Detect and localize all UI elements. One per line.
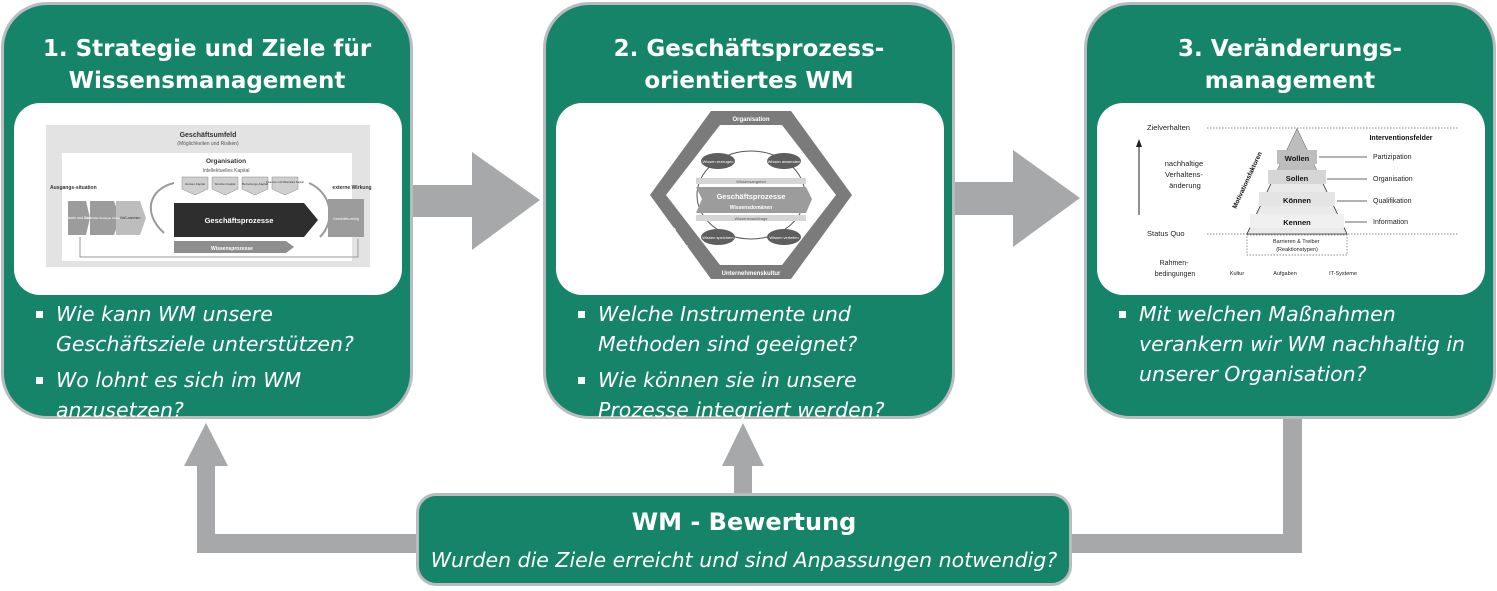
process-questions: Welche Instrumente und Methoden sind gee… — [578, 299, 938, 431]
frame-label: Rahmen- bedingungen — [1155, 260, 1196, 278]
bullet-item: Welche Instrumente und Methoden sind gee… — [578, 299, 938, 359]
frame-it: IT-Systeme — [1329, 271, 1357, 277]
level-wollen: Wollen — [1285, 154, 1310, 163]
panel-title: 1. Strategie und Ziele für Wissensmanage… — [42, 36, 372, 94]
side-organisation: Organisation — [732, 117, 769, 123]
panel-process: 2. Geschäftsprozess- orientiertes WM Org… — [543, 2, 955, 422]
panel-strategy: 1. Strategie und Ziele für Wissensmanage… — [1, 2, 413, 422]
left-item-2: Geschäfts-Strategie Wissens — [85, 216, 124, 220]
env-title: Geschäftsumfeld — [180, 132, 237, 139]
side-culture: Unternehmenskultur — [722, 271, 781, 277]
capital-human: Human-Kapital — [185, 182, 205, 186]
fields-title: Interventionsfelder — [1369, 135, 1432, 142]
capital-relation: Beziehungs-Kapital — [242, 182, 268, 186]
line-from-panel-3 — [1072, 419, 1302, 553]
main-process: Geschäftsprozesse — [205, 216, 274, 225]
bullet-item: Mit welchen Maßnahmen verankern wir WM n… — [1119, 299, 1479, 389]
supply-label: Wissensangebot — [736, 179, 766, 184]
status-label: Status Quo — [1147, 229, 1185, 238]
arrow-to-panel-2 — [722, 423, 764, 493]
panel-change: 3. Veränderungs- management Zielverhalte… — [1084, 2, 1496, 419]
center-sub: Wissensdomänen — [730, 205, 772, 211]
strategy-questions: Wie kann WM unsere Geschäftsziele unters… — [36, 299, 396, 431]
change-diagram: Zielverhalten Status Quo nachhaltige Ver… — [1097, 103, 1485, 295]
level-sollen: Sollen — [1286, 174, 1309, 183]
bullet-item: Wo lohnt es sich im WM anzusetzen? — [36, 365, 396, 425]
barrier-label: Barrieren & Treiber (Reaktionstypen) — [1273, 239, 1321, 253]
level-kennen: Kennen — [1283, 218, 1311, 227]
capital-title: Intellektuelles Kapital — [203, 168, 250, 174]
capital-finance: Finanzen und Materielles Kapital — [266, 180, 304, 184]
oval-store: Wissen speichern — [702, 235, 734, 240]
frame-tasks: Aufgaben — [1273, 271, 1297, 277]
bullet-item: Wie kann WM unsere Geschäftsziele unters… — [36, 299, 396, 359]
oval-apply: Wissen anwenden — [768, 159, 801, 164]
panel-title: 2. Geschäftsprozess- orientiertes WM — [613, 36, 885, 94]
field-organisation: Organisation — [1373, 176, 1413, 183]
frame-culture: Kultur — [1230, 271, 1245, 277]
knowledge-process: Wissensprozesse — [211, 246, 253, 252]
evaluation-title: WM - Bewertung — [631, 508, 857, 536]
evaluation-subtitle: Wurden die Ziele erreicht und sind Anpas… — [430, 548, 1058, 572]
strategy-diagram: Geschäftsumfeld (Möglichkeiten und Risik… — [14, 103, 402, 295]
org-title: Organisation — [206, 158, 246, 165]
capital-structure: Struktur-Kapital — [215, 182, 236, 186]
arrow-to-panel-1 — [184, 423, 416, 553]
right-label: externe Wirkung — [332, 185, 371, 191]
process-diagram: Organisation Informationstechnik Führung… — [556, 103, 944, 295]
left-item-1: Wissen und Ziele — [65, 216, 92, 220]
panel-title: 3. Veränderungs- management — [1178, 36, 1402, 94]
change-label: nachhaltige Verhaltens- änderung — [1165, 159, 1205, 190]
level-koennen: Können — [1283, 196, 1311, 205]
arrow-1-to-2 — [410, 152, 540, 250]
left-item-3: Maß-nahmen — [120, 216, 141, 220]
oval-distribute: Wissen verteilen — [769, 235, 798, 240]
bullet-item: Wie können sie in unsere Prozesse integr… — [578, 365, 938, 425]
field-participation: Partizipation — [1373, 154, 1412, 161]
env-sub: (Möglichkeiten und Risiken) — [177, 141, 239, 147]
center-title: Geschäftsprozesse — [717, 192, 786, 201]
change-questions: Mit welchen Maßnahmen verankern wir WM n… — [1119, 299, 1479, 395]
right-item: Geschäfts-erfolg — [333, 217, 359, 221]
target-label: Zielverhalten — [1147, 123, 1190, 132]
evaluation-box: WM - Bewertung Wurden die Ziele erreicht… — [416, 493, 1072, 586]
arrow-2-to-3 — [951, 150, 1080, 247]
left-label: Ausgangs-situation — [50, 185, 97, 191]
demand-label: Wissensnachfrage — [735, 216, 769, 221]
oval-create: Wissen erzeugen — [703, 159, 734, 164]
field-information: Information — [1373, 219, 1408, 226]
field-qualification: Qualifikation — [1373, 198, 1412, 205]
